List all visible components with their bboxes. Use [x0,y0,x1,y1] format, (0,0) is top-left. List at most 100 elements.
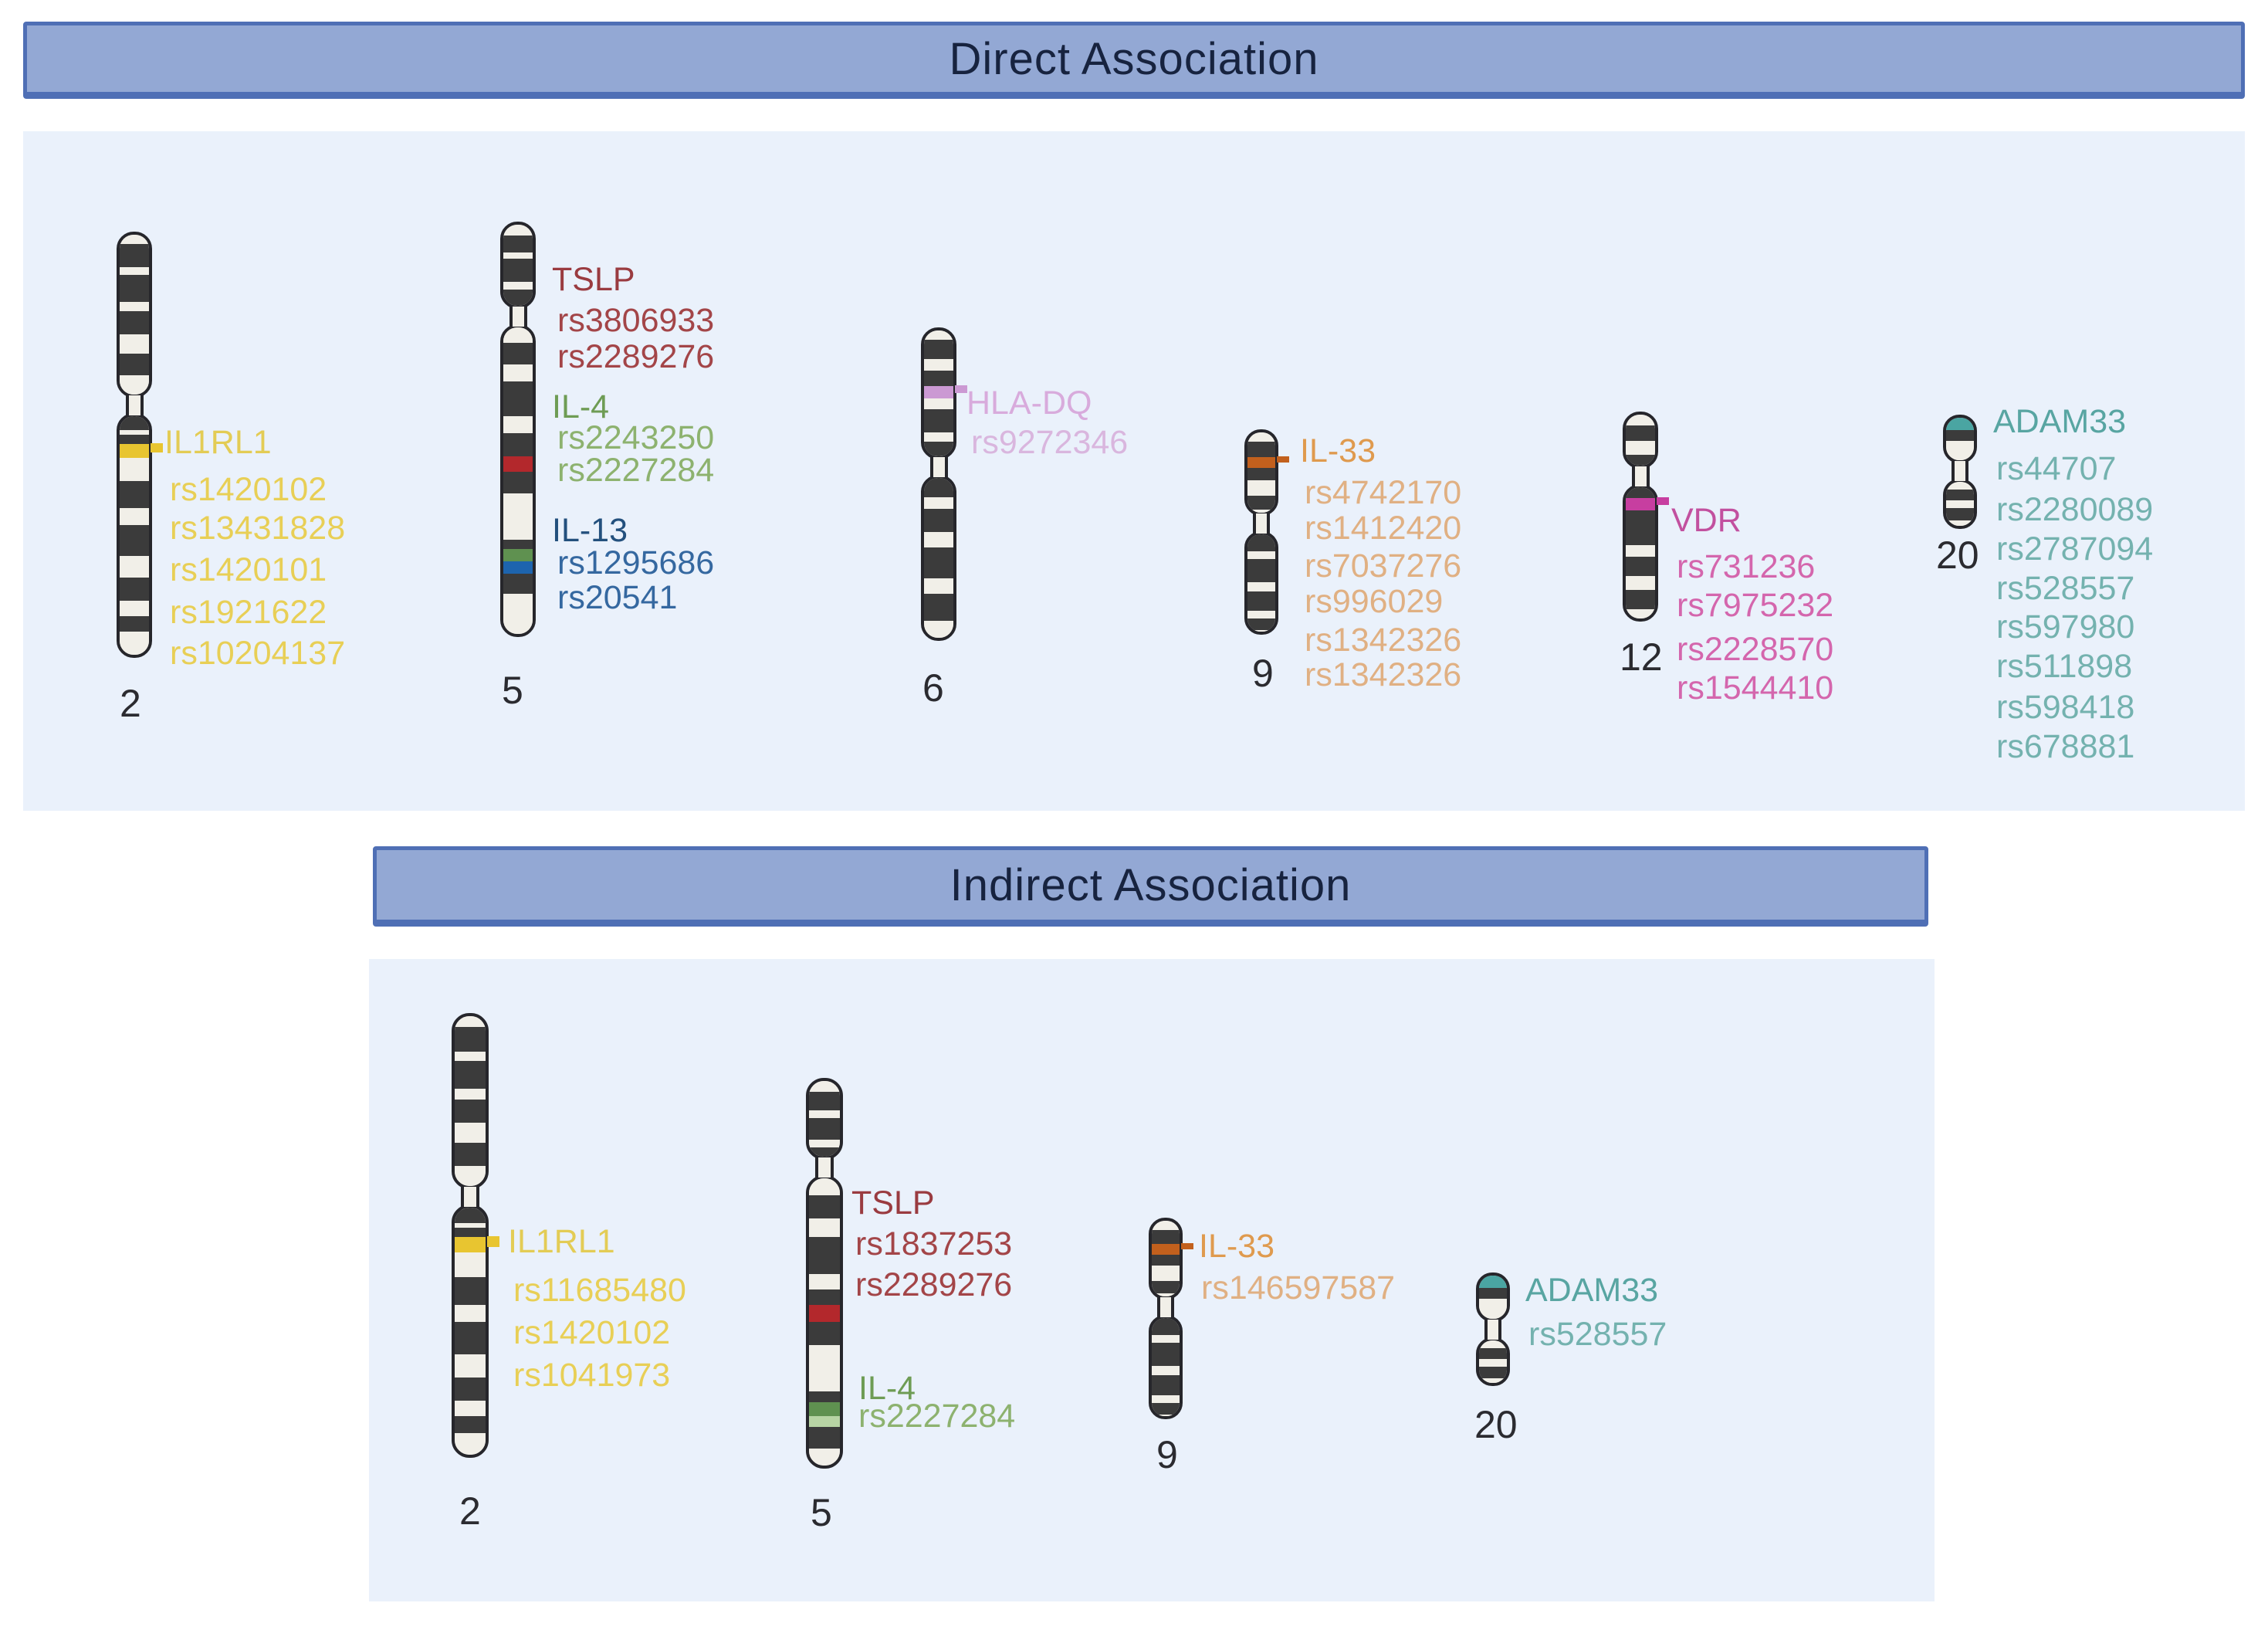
snp-label: rs597980 [1996,608,2135,646]
snp-label: rs2228570 [1677,631,1834,668]
chromosome-ideogram [1149,1218,1193,1419]
chromosome-band [503,493,533,540]
chromosome-band [120,430,149,435]
chromosome-band [809,1449,840,1466]
chromosome-band [1152,1366,1180,1375]
gene-label: IL-33 [1300,432,1376,469]
chromosome-band [120,525,149,556]
chromosome-band [1479,1378,1507,1383]
chromosome-band [924,359,953,371]
snp-label: rs1295686 [557,544,715,581]
snp-label: rs9272346 [971,424,1129,461]
chromosome-band [1152,1230,1180,1244]
chromosome-band [1479,1348,1507,1359]
chromosome-band [120,244,149,267]
chromosome-ideogram [1476,1272,1510,1386]
chromosome-p-arm [117,232,152,398]
chromosome-band [1152,1221,1180,1230]
chromosome-number-label: 9 [1252,652,1274,695]
snp-label: rs1041973 [513,1357,671,1394]
chromosome-p-arm [1149,1218,1183,1300]
chromosome-ideogram [500,222,536,637]
snp-label: rs731236 [1677,548,1816,585]
chromosome-centromere [1157,1297,1174,1317]
chromosome-band [1946,500,1974,508]
snp-label: rs7975232 [1677,587,1834,624]
chromosome-band [809,1289,840,1305]
gene-label: IL-4 [858,1370,916,1407]
chromosome-band [1946,508,1974,520]
chromosome-band [503,433,533,456]
snp-label: rs4742170 [1305,474,1462,511]
chromosome-band [455,1027,486,1052]
snp-label: rs1544410 [1677,669,1834,707]
gene-label: VDR [1671,502,1742,539]
chromosome-band [924,340,953,359]
snp-label: rs2280089 [1996,491,2154,528]
chromosome-band [503,327,533,343]
chromosome-band [1626,487,1655,498]
chromosome-band [455,1252,486,1277]
snp-label: rs996029 [1305,583,1444,620]
chromosome-band [120,508,149,525]
band-connector [1181,1243,1193,1249]
chromosome-ideogram [1623,412,1669,622]
chromosome-band [120,556,149,578]
snp-label: rs1342326 [1305,656,1462,693]
chromosome-band [1946,430,1974,441]
chromosome-band [1247,618,1275,630]
chromosome-centromere [1631,466,1650,486]
snp-label: rs598418 [1996,689,2135,726]
chromosome-band [1247,630,1275,632]
chromosome-band [1946,482,1974,490]
snp-label: rs1420102 [513,1314,671,1351]
snp-label: rs528557 [1528,1316,1667,1353]
chromosome-number-label: 6 [922,666,944,710]
chromosome-band [120,578,149,601]
snp-label: rs13431828 [170,510,346,547]
chromosome-band [809,1345,840,1391]
chromosome-band [503,416,533,433]
chromosome-band [1946,441,1974,460]
chromosome-band [503,225,533,236]
chromosome-band [924,578,953,594]
chromosome-band [809,1140,840,1147]
chromosome-band [120,435,149,444]
chromosome-band [455,1433,486,1455]
chromosome-band [120,416,149,430]
chromosome-ideogram [1244,429,1289,635]
chromosome-band [809,1322,840,1345]
chromosome-centromere [1484,1320,1501,1340]
chromosome-band [120,275,149,302]
chromosome-band [809,1110,840,1118]
snp-label: rs20541 [557,579,678,616]
chromosome-centromere [1951,461,1968,481]
chromosome-band [503,561,533,574]
chromosome-centromere [929,457,948,477]
chromosome-band [924,509,953,532]
chromosome-band [1626,415,1655,425]
chromosome-band [1626,455,1655,466]
chromosome-band [1152,1395,1180,1403]
snp-label: rs511898 [1996,648,2133,685]
chromosome-band [1152,1266,1180,1281]
snp-label: rs3806933 [557,302,715,339]
chromosome-band [1479,1299,1507,1319]
chromosome-band [503,456,533,472]
chromosome-band [1479,1359,1507,1367]
chromosome-band [503,236,533,252]
chromosome-band [1152,1293,1180,1296]
chromosome-band [924,497,953,509]
chromosome-p-arm [1476,1272,1510,1322]
chromosome-band [120,444,149,458]
chromosome-band [455,1052,486,1061]
chromosome-band [1152,1318,1180,1335]
chromosome-band [455,1089,486,1100]
chromosome-ideogram [1943,415,1977,529]
panel-title-bar: Direct Association [23,22,2245,99]
chromosome-band [1626,609,1655,618]
chromosome-band [809,1427,840,1449]
chromosome-band [1152,1335,1180,1343]
chromosome-band [1247,480,1275,496]
chromosome-q-arm [1943,479,1977,529]
